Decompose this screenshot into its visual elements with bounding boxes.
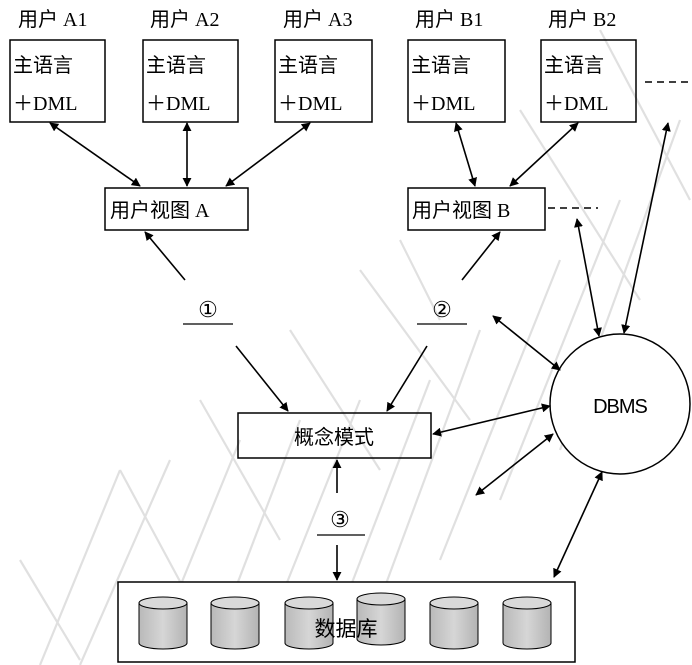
arrow-map2-down bbox=[386, 345, 428, 412]
arrow-dbms-map3 bbox=[475, 433, 554, 496]
user-view-a: 用户视图 A bbox=[104, 187, 249, 231]
arrow-map1-up bbox=[144, 231, 186, 281]
arrow-dbms-b2 bbox=[621, 122, 671, 334]
arrow-map2-up bbox=[461, 231, 501, 281]
user-view-b-label: 用户视图 B bbox=[412, 199, 510, 222]
user-a2: 用户 A2 主语言 ＋DML bbox=[142, 8, 239, 123]
connectors bbox=[49, 122, 671, 581]
dml-label: ＋DML bbox=[411, 93, 475, 115]
host-language: 主语言 bbox=[146, 54, 206, 77]
disk-icon bbox=[502, 596, 552, 650]
user-label: 用户 B2 bbox=[548, 8, 616, 31]
host-language: 主语言 bbox=[544, 54, 604, 77]
arrow-a1-view bbox=[49, 122, 141, 187]
arrow-dbms-viewb bbox=[574, 218, 602, 337]
dml-label: ＋DML bbox=[146, 93, 210, 115]
dashed-links bbox=[548, 81, 692, 209]
dml-label: ＋DML bbox=[278, 93, 342, 115]
user-label: 用户 A3 bbox=[283, 8, 352, 31]
disk-icon bbox=[138, 596, 188, 650]
disk-icon bbox=[284, 596, 334, 650]
arrow-dbms-conceptual bbox=[432, 403, 551, 437]
conceptual-schema: 概念模式 bbox=[237, 412, 432, 459]
conceptual-schema-label: 概念模式 bbox=[294, 425, 374, 449]
database-label: 数据库 bbox=[315, 617, 378, 641]
arrow-b1-view bbox=[454, 122, 477, 187]
dbms-label: DBMS bbox=[593, 396, 647, 418]
host-language: 主语言 bbox=[278, 54, 338, 77]
user-label: 用户 B1 bbox=[415, 8, 483, 31]
arrow-map1-down bbox=[235, 345, 289, 412]
disk-icon bbox=[210, 596, 260, 650]
mapping-three-label: ③ bbox=[330, 507, 350, 532]
user-label: 用户 A2 bbox=[150, 8, 219, 31]
disk-icon bbox=[356, 592, 406, 646]
database: 数据库 bbox=[117, 581, 576, 663]
host-language: 主语言 bbox=[13, 54, 73, 77]
user-view-b: 用户视图 B bbox=[407, 187, 546, 231]
arrow-b2-view bbox=[509, 122, 579, 187]
disk-icon bbox=[429, 596, 479, 650]
mapping-three: ③ bbox=[317, 507, 365, 536]
arrow-dbms-map2 bbox=[492, 315, 561, 371]
user-b2: 用户 B2 主语言 ＋DML bbox=[540, 8, 637, 123]
user-b1: 用户 B1 主语言 ＋DML bbox=[407, 8, 506, 123]
host-language: 主语言 bbox=[411, 54, 471, 77]
dml-label: ＋DML bbox=[13, 93, 77, 115]
user-a3: 用户 A3 主语言 ＋DML bbox=[274, 8, 373, 123]
user-a1: 用户 A1 主语言 ＋DML bbox=[9, 8, 106, 123]
mapping-two: ② bbox=[417, 297, 467, 325]
mapping-two-label: ② bbox=[432, 297, 452, 322]
arrow-dbms-database bbox=[553, 471, 603, 578]
user-label: 用户 A1 bbox=[18, 8, 87, 31]
mapping-one: ① bbox=[183, 297, 233, 325]
arrow-a3-view bbox=[225, 122, 311, 187]
mapping-one-label: ① bbox=[198, 297, 218, 322]
dbms-node: DBMS bbox=[549, 333, 691, 475]
user-view-a-label: 用户视图 A bbox=[110, 199, 210, 222]
dml-label: ＋DML bbox=[544, 93, 608, 115]
